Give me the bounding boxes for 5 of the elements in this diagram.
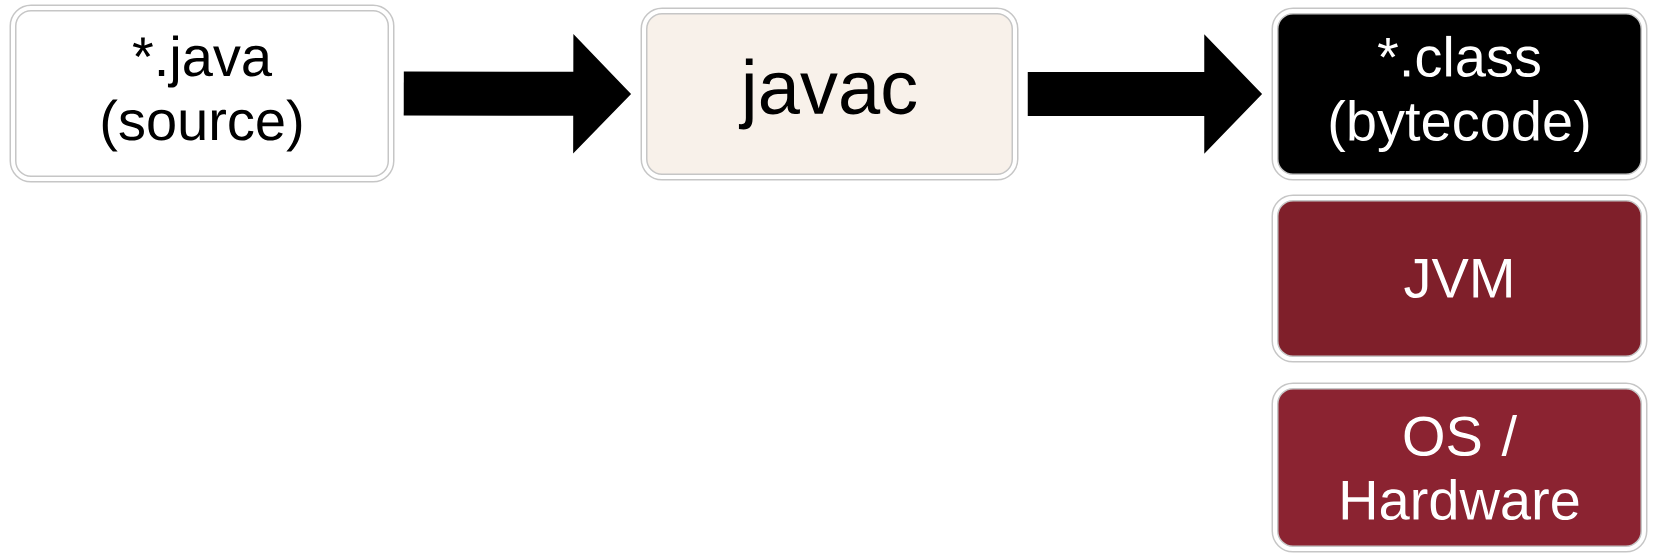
process-box: *.class (bytecode) xyxy=(1271,7,1648,181)
process-box: javac xyxy=(640,7,1019,181)
process-box: *.java (source) xyxy=(9,4,395,183)
process-box: JVM xyxy=(1271,194,1648,363)
process-box: OS / Hardware xyxy=(1271,382,1648,553)
